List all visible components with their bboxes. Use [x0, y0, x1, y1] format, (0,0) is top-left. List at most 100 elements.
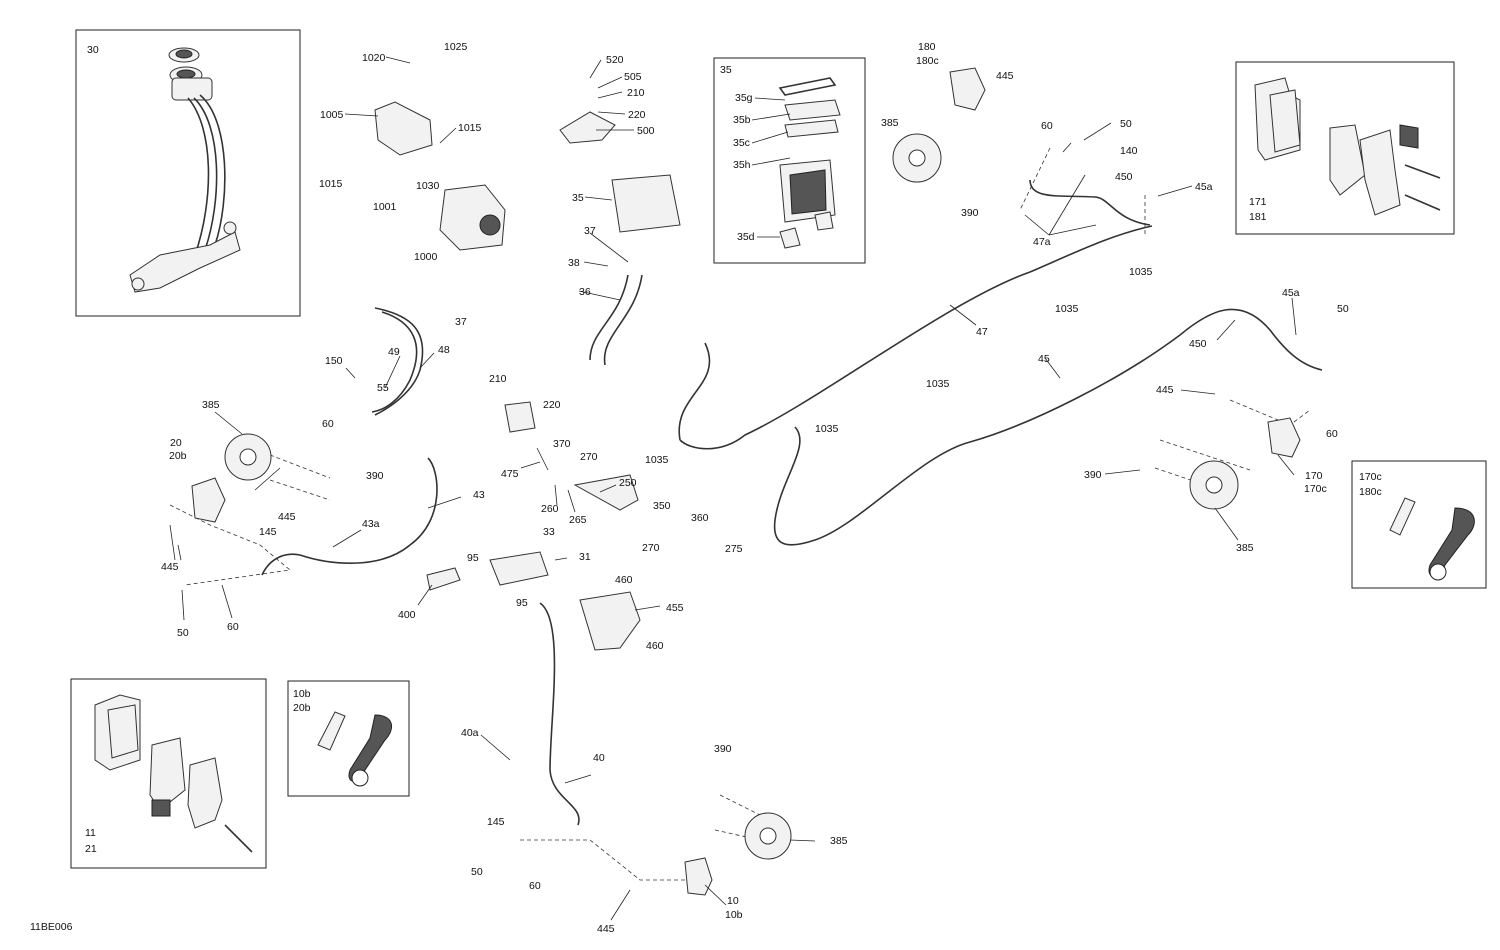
leader-lines	[169, 56, 1297, 921]
callout-label: 270	[580, 451, 598, 463]
callout-label: 265	[569, 514, 587, 526]
callout-label: 10b	[293, 688, 311, 700]
callout-label: 460	[615, 574, 633, 586]
callout-label: 445	[996, 70, 1014, 82]
callout-label: 270	[642, 542, 660, 554]
brake-line-40	[539, 602, 580, 826]
callout-label: 390	[1084, 469, 1102, 481]
callout-label: 21	[85, 843, 97, 855]
callout-label: 400	[398, 609, 416, 621]
parts	[191, 67, 1301, 896]
callout-label: 37	[455, 316, 467, 328]
callout-label: 520	[606, 54, 624, 66]
callout-label: 47a	[1033, 236, 1051, 248]
callout-label: 475	[501, 468, 519, 480]
callout-label: 390	[714, 743, 732, 755]
callout-label: 35b	[733, 114, 751, 126]
abs-module-inset: 35 35g 35b 35c 35h 35d	[713, 57, 866, 264]
callout-label: 385	[830, 835, 848, 847]
rear-lower-caliper	[1267, 417, 1301, 458]
callout-label: 20b	[169, 450, 187, 462]
brake-pedal	[573, 474, 639, 511]
callout-label: 1005	[320, 109, 344, 121]
callout-label: 1035	[815, 423, 839, 435]
callout-label: 20	[170, 437, 182, 449]
callout-label: 210	[489, 373, 507, 385]
callout-labels: 1020 1025 1005 1015 1015 1030 1001 1000 …	[161, 41, 1349, 935]
callout-label: 385	[1236, 542, 1254, 554]
callout-label: 60	[1326, 428, 1338, 440]
callout-label: 370	[553, 438, 571, 450]
callout-label: 60	[227, 621, 239, 633]
callout-label: 33	[543, 526, 555, 538]
callout-label: 50	[177, 627, 189, 639]
master-cylinder	[489, 551, 549, 586]
callout-label: 145	[487, 816, 505, 828]
callout-label: 170c	[1359, 471, 1382, 483]
callout-label: 95	[516, 597, 528, 609]
callout-label: 390	[366, 470, 384, 482]
callout-label: 45	[1038, 353, 1050, 365]
callout-label: 1030	[416, 180, 440, 192]
callout-label: 60	[322, 418, 334, 430]
callout-label: 171	[1249, 196, 1267, 208]
callout-label: 385	[202, 399, 220, 411]
callout-label: 210	[627, 87, 645, 99]
callout-label: 180c	[916, 55, 939, 67]
callout-label: 38	[568, 257, 580, 269]
callout-label: 49	[388, 346, 400, 358]
abs-bracket	[374, 101, 433, 156]
callout-label: 180	[918, 41, 936, 53]
callout-label: 35	[572, 192, 584, 204]
callout-label: 455	[666, 602, 684, 614]
brake-line-47	[678, 225, 1153, 450]
callout-label: 1035	[926, 378, 950, 390]
callout-label: 445	[161, 561, 179, 573]
abs-module	[611, 174, 681, 233]
brake-line-36	[589, 274, 629, 361]
callout-label: 37	[584, 225, 596, 237]
rear-pads-inset: 171 181	[1235, 61, 1455, 235]
callout-label: 170	[1305, 470, 1323, 482]
front-right-caliper	[684, 857, 713, 896]
callout-label: 385	[881, 117, 899, 129]
callout-label: 145	[259, 526, 277, 538]
callout-label: 250	[619, 477, 637, 489]
callout-label: 260	[541, 503, 559, 515]
callout-label: 450	[1189, 338, 1207, 350]
exploded-guide-lines	[169, 147, 1311, 881]
callout-label: 445	[597, 923, 615, 935]
callout-label: 35g	[735, 92, 753, 104]
callout-label: 445	[278, 511, 296, 523]
callout-label: 45a	[1195, 181, 1213, 193]
callout-label: 20b	[293, 702, 311, 714]
callout-label: 140	[1120, 145, 1138, 157]
callout-label: 55	[377, 382, 389, 394]
reservoir	[504, 401, 536, 433]
callout-label: 36	[579, 286, 591, 298]
callout-label: 505	[624, 71, 642, 83]
callout-label: 390	[961, 207, 979, 219]
callout-label: 350	[653, 500, 671, 512]
callout-label: 50	[1337, 303, 1349, 315]
callout-label: 1020	[362, 52, 386, 64]
callout-label: 1035	[1129, 266, 1153, 278]
callout-label: 1035	[645, 454, 669, 466]
callout-label: 10	[727, 895, 739, 907]
callout-label: 40	[593, 752, 605, 764]
callout-label: 1025	[444, 41, 468, 53]
callout-label: 1001	[373, 201, 397, 213]
callout-label: 43	[473, 489, 485, 501]
brake-line-45	[773, 308, 1323, 546]
callout-label: 30	[87, 44, 99, 56]
callout-label: 43a	[362, 518, 380, 530]
callout-label: 60	[529, 880, 541, 892]
callout-label: 150	[325, 355, 343, 367]
brake-lines	[261, 179, 1323, 826]
callout-label: 1035	[1055, 303, 1079, 315]
callout-label: 445	[1156, 384, 1174, 396]
heat-shield	[579, 591, 641, 651]
callout-label: 450	[1115, 171, 1133, 183]
callout-label: 50	[471, 866, 483, 878]
callout-label: 170c	[1304, 483, 1327, 495]
